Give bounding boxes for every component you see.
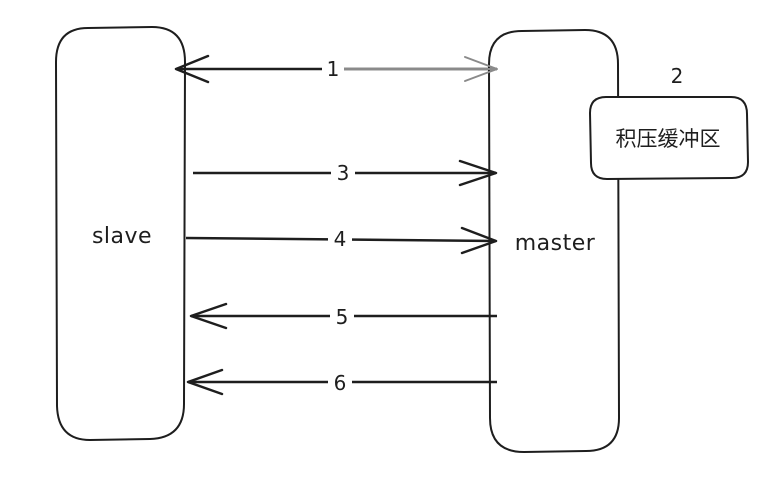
step-3-label: 3 (337, 161, 350, 185)
step-3-arrow: 3 (193, 159, 498, 187)
step-1-label: 1 (327, 57, 340, 81)
step-2-label: 2 (671, 64, 684, 88)
master-node: master (487, 28, 621, 454)
backlog-buffer-node: 积压缓冲区 (588, 96, 750, 181)
step-5-label: 5 (336, 305, 349, 329)
step-6-arrow: 6 (186, 368, 497, 396)
step-4-arrow: 4 (185, 226, 498, 255)
step-5-arrow: 5 (189, 302, 497, 330)
slave-label: slave (92, 224, 152, 249)
slave-node: slave (54, 25, 187, 442)
step-1-arrow: 1 (174, 54, 498, 84)
step-4-label: 4 (334, 227, 347, 251)
master-label: master (515, 231, 596, 256)
backlog-buffer-label: 积压缓冲区 (616, 127, 721, 151)
step-6-label: 6 (334, 371, 347, 395)
